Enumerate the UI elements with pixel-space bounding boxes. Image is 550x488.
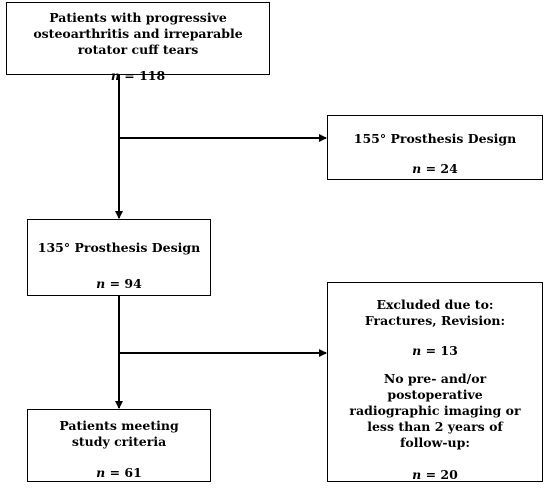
excluded-n1-label: n — [412, 343, 422, 358]
excluded-n2-label: n — [412, 467, 422, 482]
final-box: Patients meeting study criteria n = 61 — [27, 409, 211, 482]
excluded-heading: Excluded due to: — [376, 297, 494, 312]
start-n-label: n — [110, 68, 120, 83]
design-155-n-label: n — [412, 161, 422, 176]
start-title: Patients with progressive osteoarthritis… — [33, 10, 243, 57]
start-count: n = 118 — [7, 68, 269, 84]
excluded-reason-2: No pre- and/or postoperative radiographi… — [349, 371, 521, 450]
start-box: Patients with progressive osteoarthritis… — [6, 2, 270, 83]
design-135-count: n = 94 — [28, 276, 210, 292]
design-155-n-value: = 24 — [425, 161, 458, 176]
design-155-title: 155° Prosthesis Design — [353, 131, 517, 146]
design-135-n-value: = 94 — [109, 276, 142, 291]
excluded-reason-1: Fractures, Revision: — [364, 313, 506, 328]
design-135-n-label: n — [96, 276, 106, 291]
final-n-label: n — [96, 465, 106, 480]
excluded-count-1: n = 13 — [328, 343, 542, 359]
excluded-count-2: n = 20 — [328, 467, 542, 483]
final-n-value: = 61 — [109, 465, 142, 480]
excluded-n1-value: = 13 — [425, 343, 458, 358]
design-135-box: 135° Prosthesis Design n = 94 — [27, 219, 211, 296]
start-n-value: = 118 — [124, 68, 166, 83]
excluded-n2-value: = 20 — [425, 467, 458, 482]
design-155-box: 155° Prosthesis Design n = 24 — [327, 115, 543, 180]
final-count: n = 61 — [28, 465, 210, 481]
design-155-count: n = 24 — [328, 161, 542, 177]
excluded-box: Excluded due to: Fractures, Revision: n … — [327, 282, 543, 482]
design-135-title: 135° Prosthesis Design — [37, 240, 201, 255]
final-title: Patients meeting study criteria — [59, 418, 179, 449]
